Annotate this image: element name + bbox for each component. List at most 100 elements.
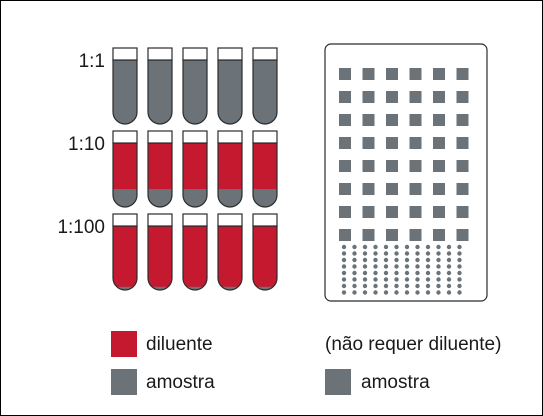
plate-well-dot [415,283,420,289]
plate-well-square [339,183,351,195]
plate-well-dot [446,251,452,256]
plate-well-dot [383,264,389,269]
plate-well-dot [425,264,431,269]
plate-well-dot [352,270,357,276]
test-tube [147,213,173,291]
plate-well-dot [404,251,410,256]
microplate [324,43,488,302]
tube-sample [183,60,207,124]
plate-well-square [433,68,445,80]
plate-well-square [456,114,469,126]
plate-well-square [409,137,422,149]
plate-well-dot [383,251,389,256]
plate-well-dot [341,290,347,295]
plate-well-square [409,68,422,80]
tube-outline [182,142,208,208]
tube-outline [217,59,243,125]
plate-well-dot [415,264,420,269]
plate-well-dot [457,244,462,250]
plate-well-dot [425,290,431,295]
plate-well-dot [341,244,347,250]
tube-outline [112,225,138,291]
plate-well-square [339,137,351,149]
tube-cap [217,130,243,144]
plate-well-square [456,206,469,218]
test-tube [252,47,278,125]
plate-well-dot [446,257,452,263]
plate-well-dot [362,277,368,282]
legend-swatch-sample [111,369,137,395]
plate-well-dot [341,277,347,282]
plate-well-dot [404,244,410,250]
tube-cap [217,47,243,61]
plate-well-dot [457,257,462,263]
test-tube [182,213,208,291]
tube-sample [148,60,172,124]
plate-well-dot [415,251,420,256]
tube-cap [217,213,243,227]
test-tube [217,47,243,125]
plate-well-dot [394,264,399,269]
tube-cap [112,47,138,61]
plate-well-square [386,91,398,103]
test-tube [147,47,173,125]
plate-well-square [433,160,445,172]
tube-cap [147,130,173,144]
test-tube [112,130,138,208]
plate-well-square [362,160,375,172]
plate-well-dot [352,251,357,256]
plate-well-square [362,137,375,149]
plate-well-dot [457,277,462,282]
plate-well-dot [404,290,410,295]
plate-well-dot [415,257,420,263]
plate-well-dot [425,244,431,250]
plate-well-dot [446,270,452,276]
plate-well-square [433,114,445,126]
plate-outline [324,43,488,302]
tube-cap [112,213,138,227]
tube-cap [182,130,208,144]
plate-well-dot [415,277,420,282]
plate-well-dot [404,283,410,289]
tube-outline [112,59,138,125]
plate-well-dot [362,283,368,289]
plate-well-square [433,91,445,103]
legend-label-sample-plate: amostra [361,372,430,393]
plate-well-square [456,229,469,241]
tube-outline [147,225,173,291]
plate-well-square [362,206,375,218]
plate-well-square [339,160,351,172]
plate-well-dot [362,264,368,269]
test-tube [147,130,173,208]
legend-label-diluent: diluente [146,334,213,355]
tube-cap [147,213,173,227]
plate-well-dot [373,270,378,276]
tube-cap [252,213,278,227]
plate-well-square [456,91,469,103]
plate-well-square [456,183,469,195]
plate-well-dot [383,290,389,295]
tube-diluent [218,143,242,190]
plate-well-dot [352,277,357,282]
dilution-label: 1:100 [57,217,105,238]
plate-well-dot [446,244,452,250]
plate-well-dot [415,244,420,250]
tube-diluent [148,226,172,287]
tube-diluent [148,143,172,190]
plate-well-square [409,229,422,241]
plate-well-dot [436,251,441,256]
plate-well-square [386,229,398,241]
plate-well-square [362,68,375,80]
plate-well-dot [352,283,357,289]
plate-well-square [339,91,351,103]
plate-well-dot [436,270,441,276]
plate-well-dot [394,251,399,256]
test-tube [112,47,138,125]
plate-well-dot [446,283,452,289]
plate-well-square [433,229,445,241]
tube-sample [113,60,137,124]
plate-well-dot [415,270,420,276]
plate-well-square [409,91,422,103]
tube-sample [253,60,277,124]
